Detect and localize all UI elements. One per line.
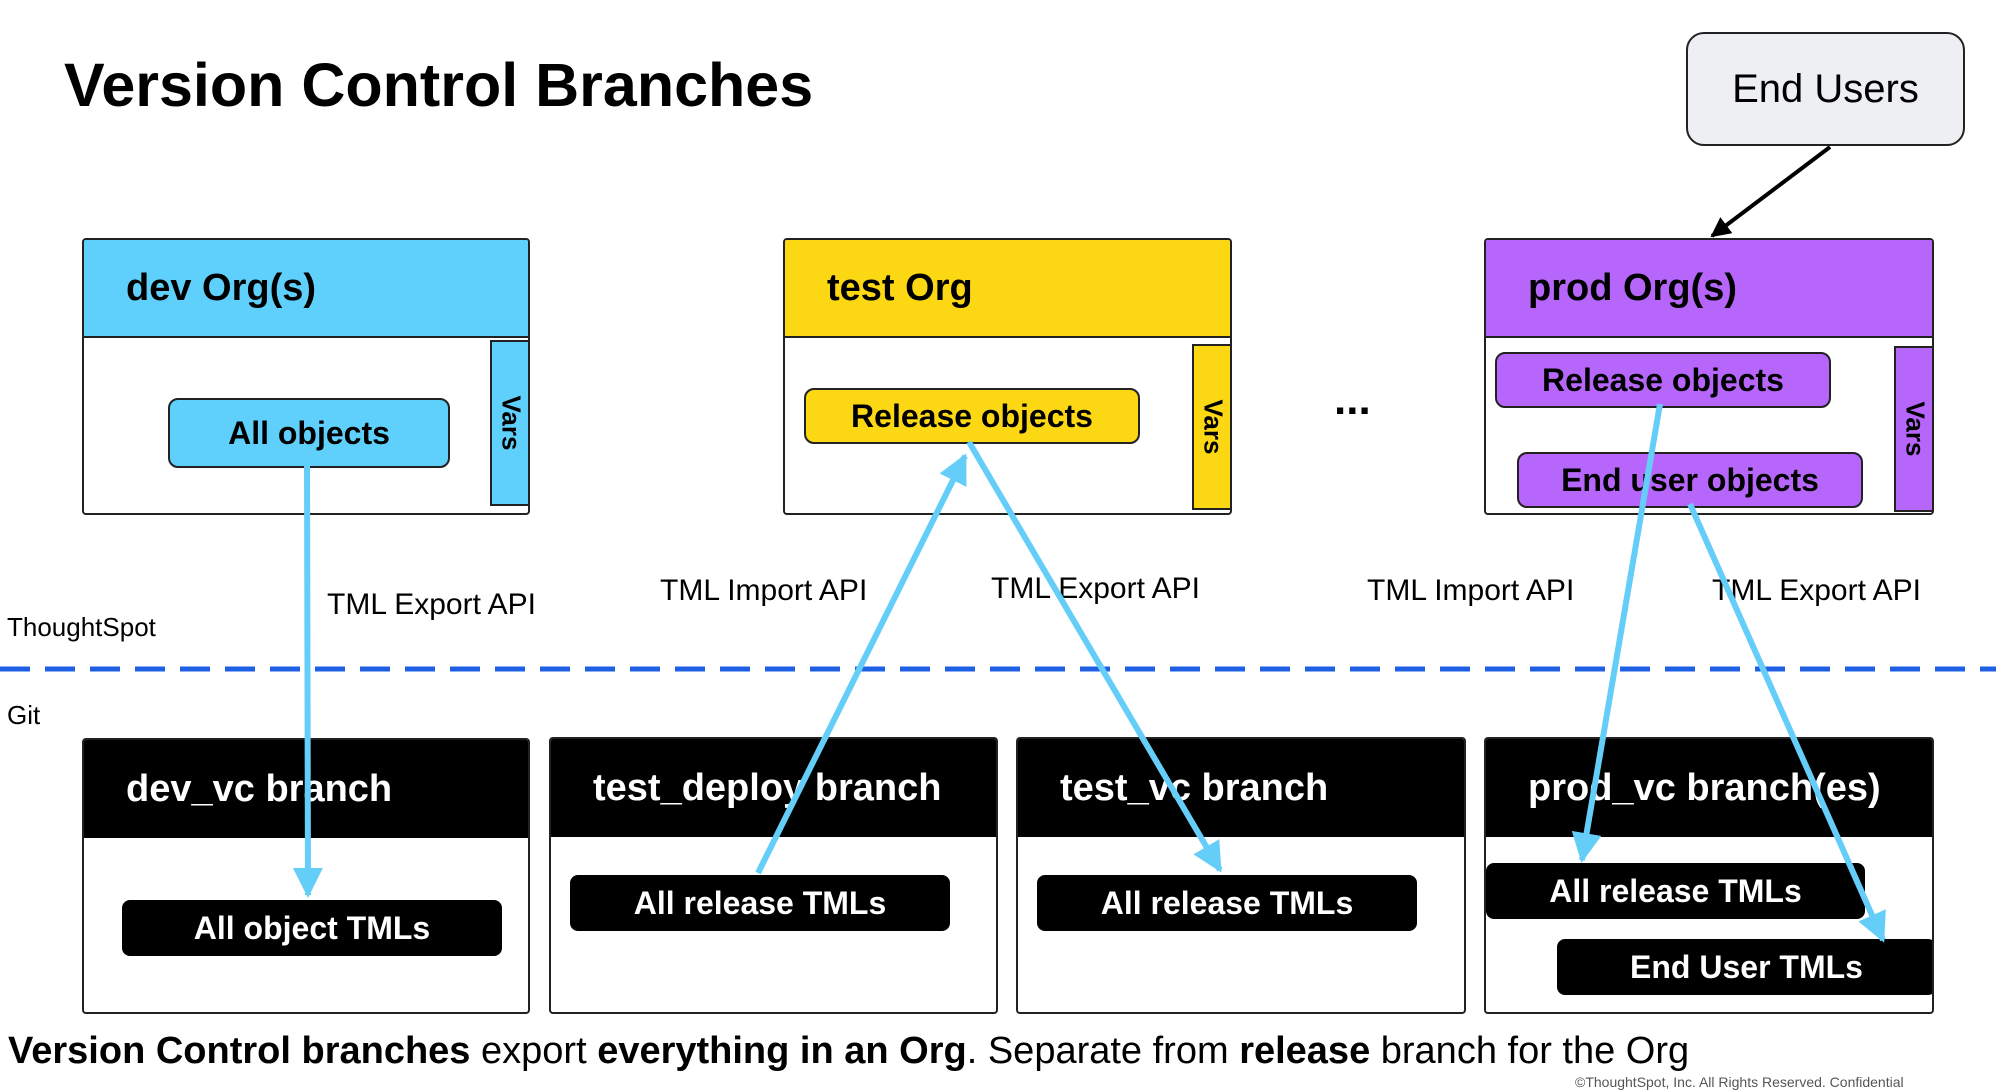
test-vars-box: Vars [1192,344,1230,510]
prod-release-tmls: All release TMLs [1486,863,1865,919]
more-orgs-ellipsis: ... [1334,375,1371,424]
test-org-header: test Org [785,240,1230,338]
test-vc-branch-box: test_vc branch All release TMLs [1016,737,1466,1014]
dev-org-box: dev Org(s) Vars All objects [82,238,530,515]
prod-vars-box: Vars [1894,346,1932,512]
test-export-api-label: TML Export API [991,572,1200,605]
dev-export-api-label: TML Export API [327,588,536,621]
prod-export-api-label: TML Export API [1712,574,1921,607]
prod-enduser-arrow [1687,502,1886,943]
copyright-notice: ©ThoughtSpot, Inc. All Rights Reserved. … [1575,1074,1904,1090]
prod-org-header: prod Org(s) [1486,240,1932,338]
dev-vars-box: Vars [490,340,528,506]
test-org-box: test Org Vars Release objects [783,238,1232,515]
caption-bold-1: Version Control branches [8,1030,471,1072]
test-deploy-branch-header: test_deploy branch [551,739,996,837]
prod-vc-branch-box: prod_vc branch(es) All release TMLs End … [1484,737,1934,1014]
prod-org-box: prod Org(s) Vars Release objects End use… [1484,238,1934,515]
test-vc-release-tmls: All release TMLs [1037,875,1417,931]
thoughtspot-region-label: ThoughtSpot [7,612,156,642]
prod-release-objects: Release objects [1495,352,1831,408]
prod-end-user-objects: End user objects [1517,452,1863,508]
caption-text-3: branch for the Org [1370,1030,1690,1072]
test-import-api-label: TML Import API [660,574,868,607]
test-export-arrow [966,440,1223,873]
prod-vc-branch-header: prod_vc branch(es) [1486,739,1932,837]
git-region-label: Git [7,700,41,730]
dev-export-arrow [292,465,323,898]
caption-bold-2: everything in an Org [597,1030,967,1072]
test-deploy-branch-box: test_deploy branch All release TMLs [549,737,998,1014]
prod-release-arrow [1571,403,1663,863]
dev-org-header: dev Org(s) [84,240,528,338]
end-users-to-prod-arrow [1710,145,1832,238]
test-vc-branch-header: test_vc branch [1018,739,1464,837]
prod-import-api-label: TML Import API [1367,574,1575,607]
test-import-arrow [755,453,968,875]
test-release-objects: Release objects [804,388,1140,444]
footer-caption: Version Control branches export everythi… [8,1030,1689,1073]
end-users-box: End Users [1686,32,1965,146]
caption-text-1: export [470,1030,598,1072]
page-title: Version Control Branches [64,51,814,119]
caption-text-2: . Separate from [966,1030,1240,1072]
test-deploy-release-tmls: All release TMLs [570,875,950,931]
prod-end-user-tmls: End User TMLs [1557,939,1932,995]
caption-bold-3: release [1239,1030,1371,1072]
dev-all-object-tmls: All object TMLs [122,900,502,956]
